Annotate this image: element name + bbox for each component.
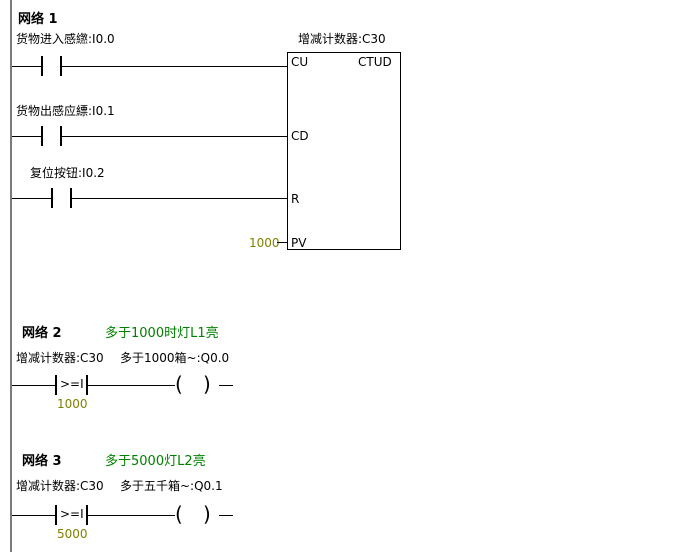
wire bbox=[12, 66, 41, 67]
contact-bar bbox=[55, 375, 57, 395]
wire bbox=[219, 385, 233, 386]
wire bbox=[88, 515, 175, 516]
coil-q00[interactable] bbox=[175, 373, 215, 397]
compare-constant[interactable]: 5000 bbox=[57, 527, 88, 541]
compare-operand-label[interactable]: 增减计数器:C30 bbox=[16, 351, 104, 365]
pv-constant[interactable]: 1000 bbox=[249, 236, 280, 250]
contact-bar bbox=[86, 375, 88, 395]
wire bbox=[62, 136, 287, 137]
counter-pin-r: R bbox=[291, 192, 300, 206]
coil-right-paren: ) bbox=[203, 372, 211, 396]
contact-i01[interactable] bbox=[41, 126, 62, 146]
contact-bar bbox=[60, 56, 62, 76]
contact-bar bbox=[51, 188, 53, 208]
network-title: 网络 1 bbox=[18, 12, 58, 27]
compare-operand-label[interactable]: 增减计数器:C30 bbox=[16, 479, 104, 493]
contact-operand-label[interactable]: 货物进入感繺:I0.0 bbox=[16, 32, 115, 46]
power-rail bbox=[10, 0, 12, 552]
wire bbox=[12, 515, 55, 516]
contact-bar bbox=[70, 188, 72, 208]
wire bbox=[277, 242, 287, 243]
coil-q01[interactable] bbox=[175, 503, 215, 527]
wire bbox=[72, 198, 287, 199]
coil-operand-label[interactable]: 多于1000箱~:Q0.0 bbox=[120, 351, 230, 365]
counter-pin-cd: CD bbox=[291, 129, 309, 143]
network-comment: 多于5000灯L2亮 bbox=[105, 454, 206, 469]
contact-operand-label[interactable]: 复位按钮:I0.2 bbox=[30, 166, 105, 180]
coil-left-paren: ( bbox=[175, 502, 183, 526]
counter-pin-cu: CU bbox=[291, 55, 309, 69]
contact-bar bbox=[55, 505, 57, 525]
wire bbox=[62, 66, 287, 67]
contact-bar bbox=[41, 56, 43, 76]
contact-i02[interactable] bbox=[51, 188, 72, 208]
compare-constant[interactable]: 1000 bbox=[57, 397, 88, 411]
counter-operand-label[interactable]: 增减计数器:C30 bbox=[298, 32, 386, 46]
coil-operand-label[interactable]: 多于五千箱~:Q0.1 bbox=[120, 479, 223, 493]
compare-operator: >=I bbox=[60, 507, 84, 521]
wire bbox=[12, 136, 41, 137]
counter-type-label: CTUD bbox=[358, 55, 392, 69]
compare-contact-c30[interactable]: >=I bbox=[55, 505, 88, 525]
wire bbox=[12, 385, 55, 386]
contact-i00[interactable] bbox=[41, 56, 62, 76]
contact-bar bbox=[86, 505, 88, 525]
contact-bar bbox=[41, 126, 43, 146]
coil-right-paren: ) bbox=[203, 502, 211, 526]
wire bbox=[219, 515, 233, 516]
compare-contact-c30[interactable]: >=I bbox=[55, 375, 88, 395]
contact-operand-label[interactable]: 货物出感应縹:I0.1 bbox=[16, 104, 115, 118]
compare-operator: >=I bbox=[60, 377, 84, 391]
counter-pin-pv: PV bbox=[291, 236, 307, 250]
ctud-counter-box[interactable] bbox=[287, 52, 401, 250]
network-title: 网络 2 bbox=[22, 326, 62, 341]
network-title: 网络 3 bbox=[22, 454, 62, 469]
wire bbox=[12, 198, 51, 199]
coil-left-paren: ( bbox=[175, 372, 183, 396]
wire bbox=[88, 385, 175, 386]
network-comment: 多于1000时灯L1亮 bbox=[105, 326, 219, 341]
contact-bar bbox=[60, 126, 62, 146]
